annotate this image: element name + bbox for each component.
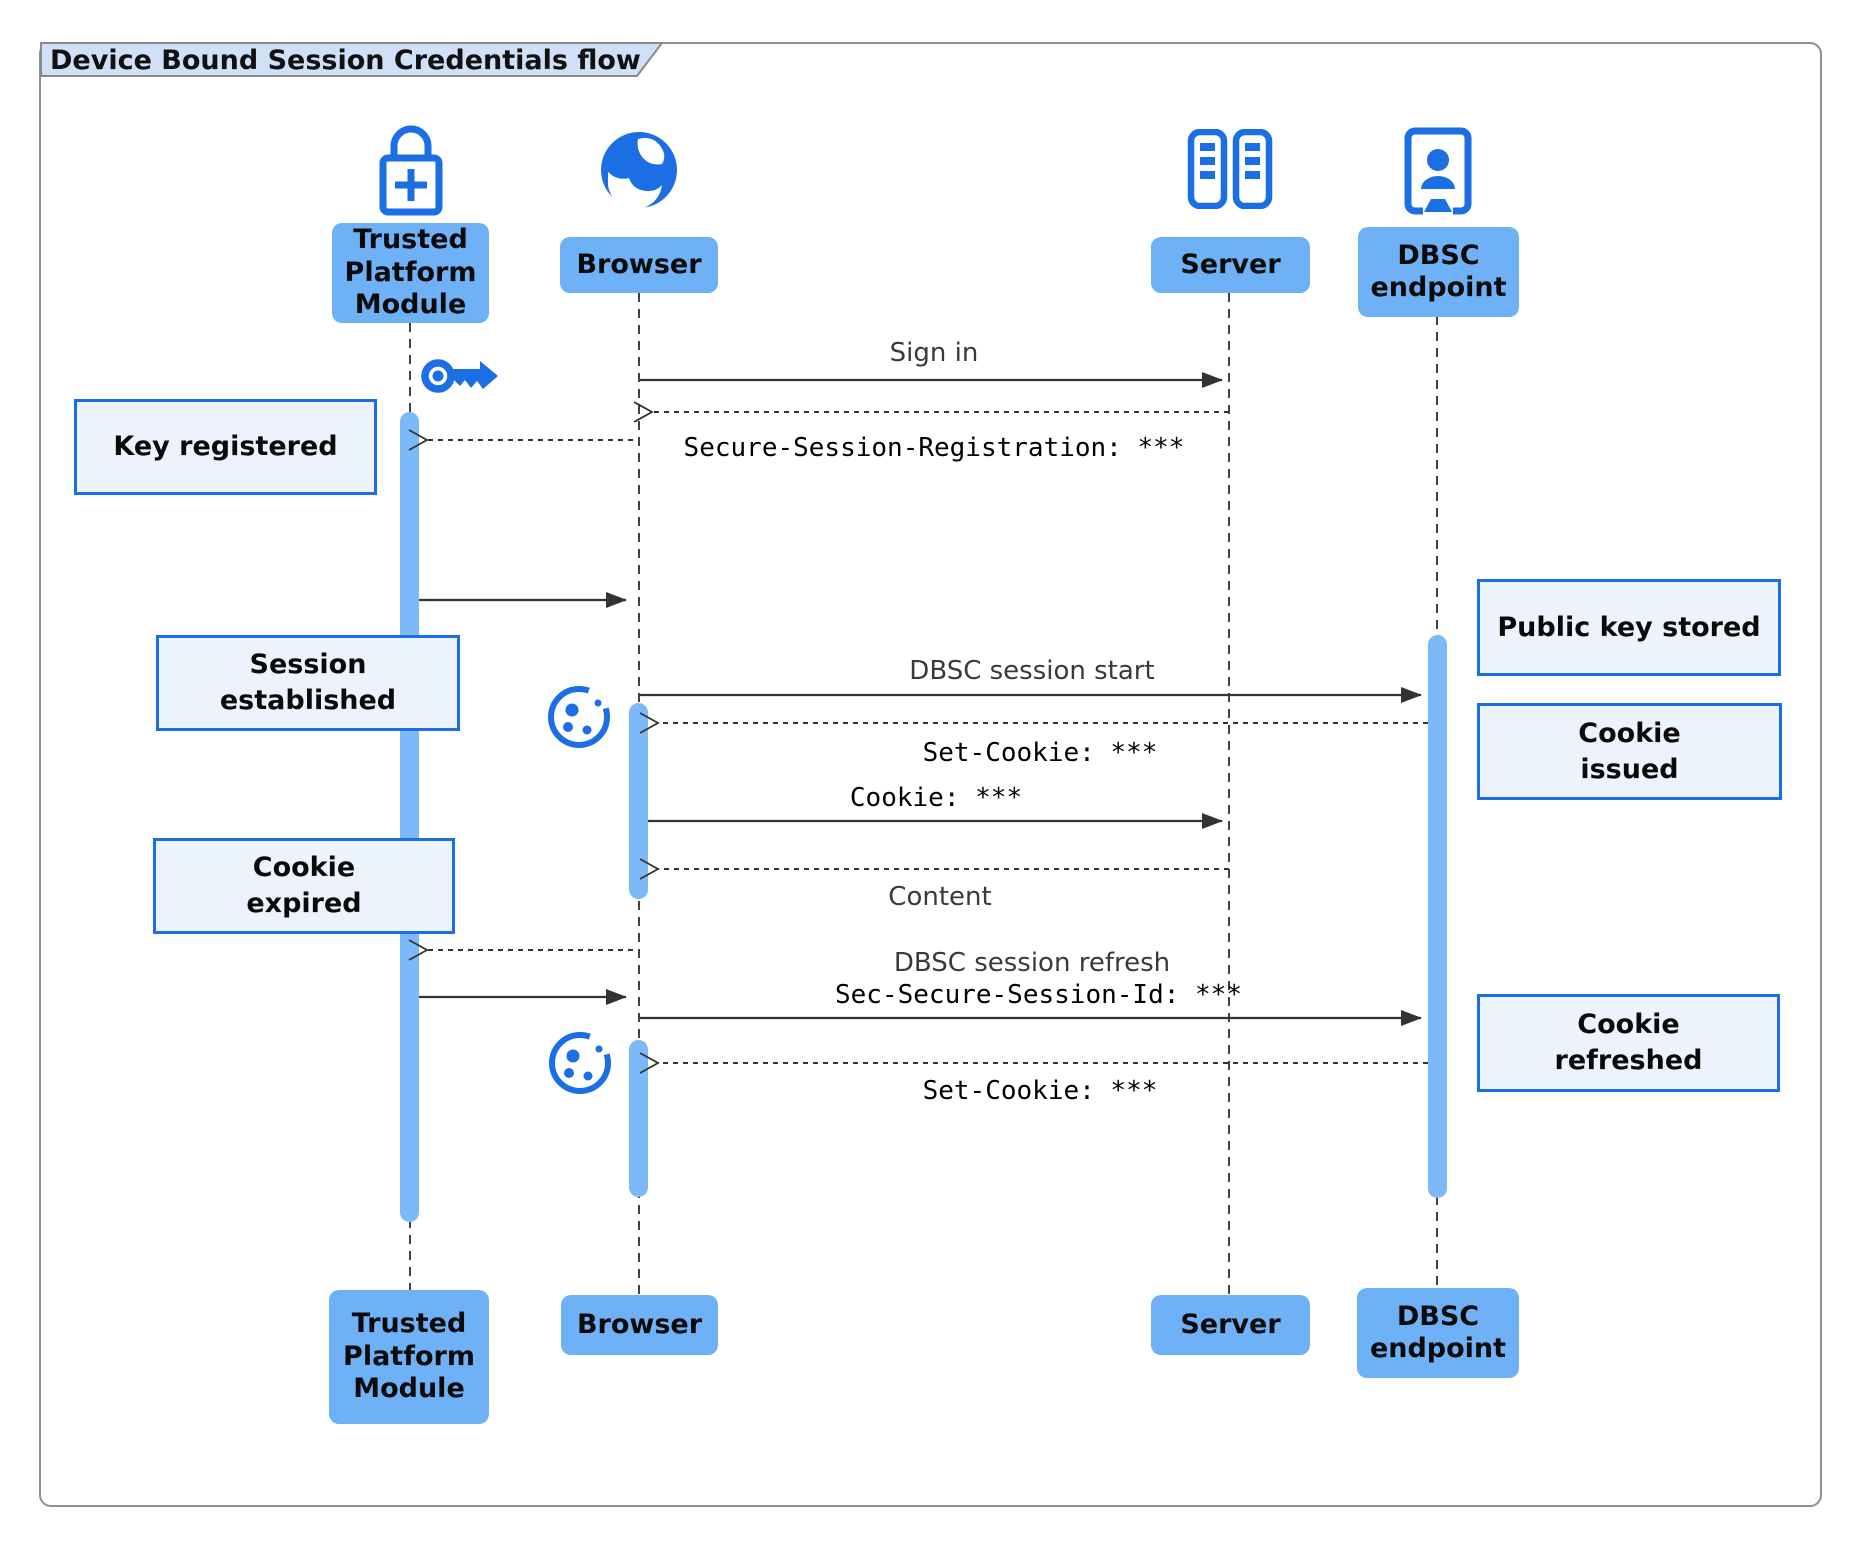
message-sec-secure-session-id: Sec-Secure-Session-Id: ***: [835, 980, 1242, 1010]
activation-bar-dbsc: [1428, 635, 1447, 1198]
title-tab-shape: [40, 42, 665, 77]
message-set-cookie-1: Set-Cookie: ***: [922, 738, 1158, 768]
note-key-registered: Key registered: [74, 399, 377, 495]
message-sign-in: Sign in: [889, 338, 979, 368]
message-dbsc-session-start: DBSC session start: [909, 656, 1155, 686]
message-secure-session-registration: Secure-Session-Registration: ***: [683, 433, 1185, 463]
note-text: Cookie refreshed: [1554, 1009, 1703, 1076]
actor-browser-top: Browser: [560, 237, 718, 293]
note-text: Cookie expired: [246, 852, 362, 919]
title-tab: [40, 42, 680, 78]
actor-server-label: Server: [1180, 1308, 1281, 1340]
actor-server-label: Server: [1180, 248, 1281, 280]
activation-bar-tpm: [400, 412, 419, 1222]
actor-tpm-label: Trusted Platform Module: [344, 224, 477, 321]
note-text: Key registered: [113, 431, 338, 463]
actor-dbsc-label: DBSC endpoint: [1369, 1300, 1507, 1364]
note-public-key-stored: Public key stored: [1477, 579, 1781, 676]
actor-server-top: Server: [1151, 237, 1310, 293]
activation-bar-browser-2: [629, 1040, 648, 1197]
note-cookie-refreshed: Cookie refreshed: [1477, 994, 1780, 1092]
note-text: Session established: [219, 649, 397, 716]
actor-tpm-top: Trusted Platform Module: [332, 223, 489, 323]
note-text: Public key stored: [1497, 611, 1761, 643]
message-set-cookie-2: Set-Cookie: ***: [922, 1076, 1158, 1106]
cookie-icon: [545, 1028, 615, 1098]
door-person-icon: [1404, 127, 1472, 215]
server-racks-icon: [1187, 129, 1273, 209]
message-content: Content: [888, 882, 992, 912]
note-cookie-expired: Cookie expired: [153, 838, 455, 934]
key-icon: [420, 348, 504, 410]
lock-plus-icon: [379, 120, 443, 216]
actor-dbsc-top: DBSC endpoint: [1358, 227, 1519, 317]
note-cookie-issued: Cookie issued: [1477, 703, 1782, 800]
actor-browser-label: Browser: [576, 248, 702, 280]
activation-bar-browser-1: [629, 703, 648, 899]
actor-dbsc-label: DBSC endpoint: [1370, 239, 1507, 303]
globe-icon: [597, 128, 681, 212]
actor-tpm-label: Trusted Platform Module: [343, 1308, 475, 1405]
actor-server-bottom: Server: [1151, 1295, 1310, 1355]
actor-dbsc-bottom: DBSC endpoint: [1357, 1288, 1519, 1378]
cookie-icon: [544, 682, 614, 752]
message-dbsc-session-refresh: DBSC session refresh: [893, 948, 1171, 978]
note-text: Cookie issued: [1578, 717, 1681, 785]
actor-browser-label: Browser: [576, 1308, 703, 1340]
message-cookie: Cookie: ***: [849, 783, 1023, 813]
actor-tpm-bottom: Trusted Platform Module: [329, 1290, 489, 1424]
note-session-established: Session established: [156, 635, 460, 731]
actor-browser-bottom: Browser: [561, 1295, 718, 1355]
diagram-border: [39, 42, 1822, 1507]
diagram-title: Device Bound Session Credentials flow: [50, 44, 641, 76]
